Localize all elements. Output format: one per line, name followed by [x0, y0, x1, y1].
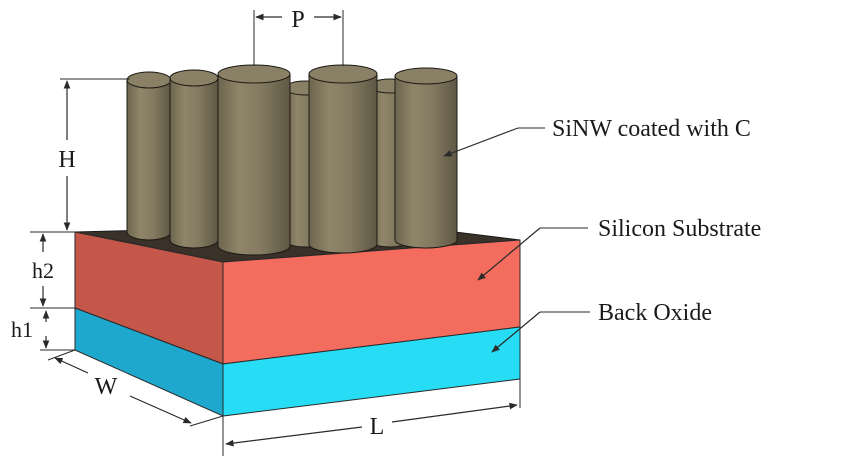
h2-label: h2	[32, 258, 54, 283]
length-dimension: L	[222, 379, 521, 456]
nanowire-callout: SiNW coated with C	[443, 116, 751, 157]
width-label: W	[95, 374, 118, 400]
pitch-label: P	[291, 7, 304, 33]
nanowire	[217, 64, 291, 256]
nanowire-callout-label: SiNW coated with C	[552, 116, 751, 142]
height-dimension: H	[58, 78, 130, 231]
substrate-block	[74, 223, 521, 417]
nanowire-array	[126, 64, 458, 256]
nanowire	[126, 71, 172, 241]
substrate-thickness-dimension: h2	[30, 231, 75, 309]
pitch-dimension: P	[253, 7, 344, 66]
oxide-thickness-dimension: h1	[11, 310, 75, 351]
nanowire	[308, 64, 378, 254]
height-label: H	[58, 147, 75, 173]
substrate-callout: Silicon Substrate	[477, 216, 761, 281]
width-dimension: W	[47, 349, 224, 427]
nanowire	[394, 67, 458, 249]
nanowire	[169, 69, 219, 249]
oxide-callout: Back Oxide	[491, 300, 712, 353]
oxide-callout-label: Back Oxide	[598, 300, 712, 326]
length-label: L	[370, 414, 385, 440]
h1-label: h1	[11, 317, 33, 342]
substrate-callout-label: Silicon Substrate	[598, 216, 761, 242]
